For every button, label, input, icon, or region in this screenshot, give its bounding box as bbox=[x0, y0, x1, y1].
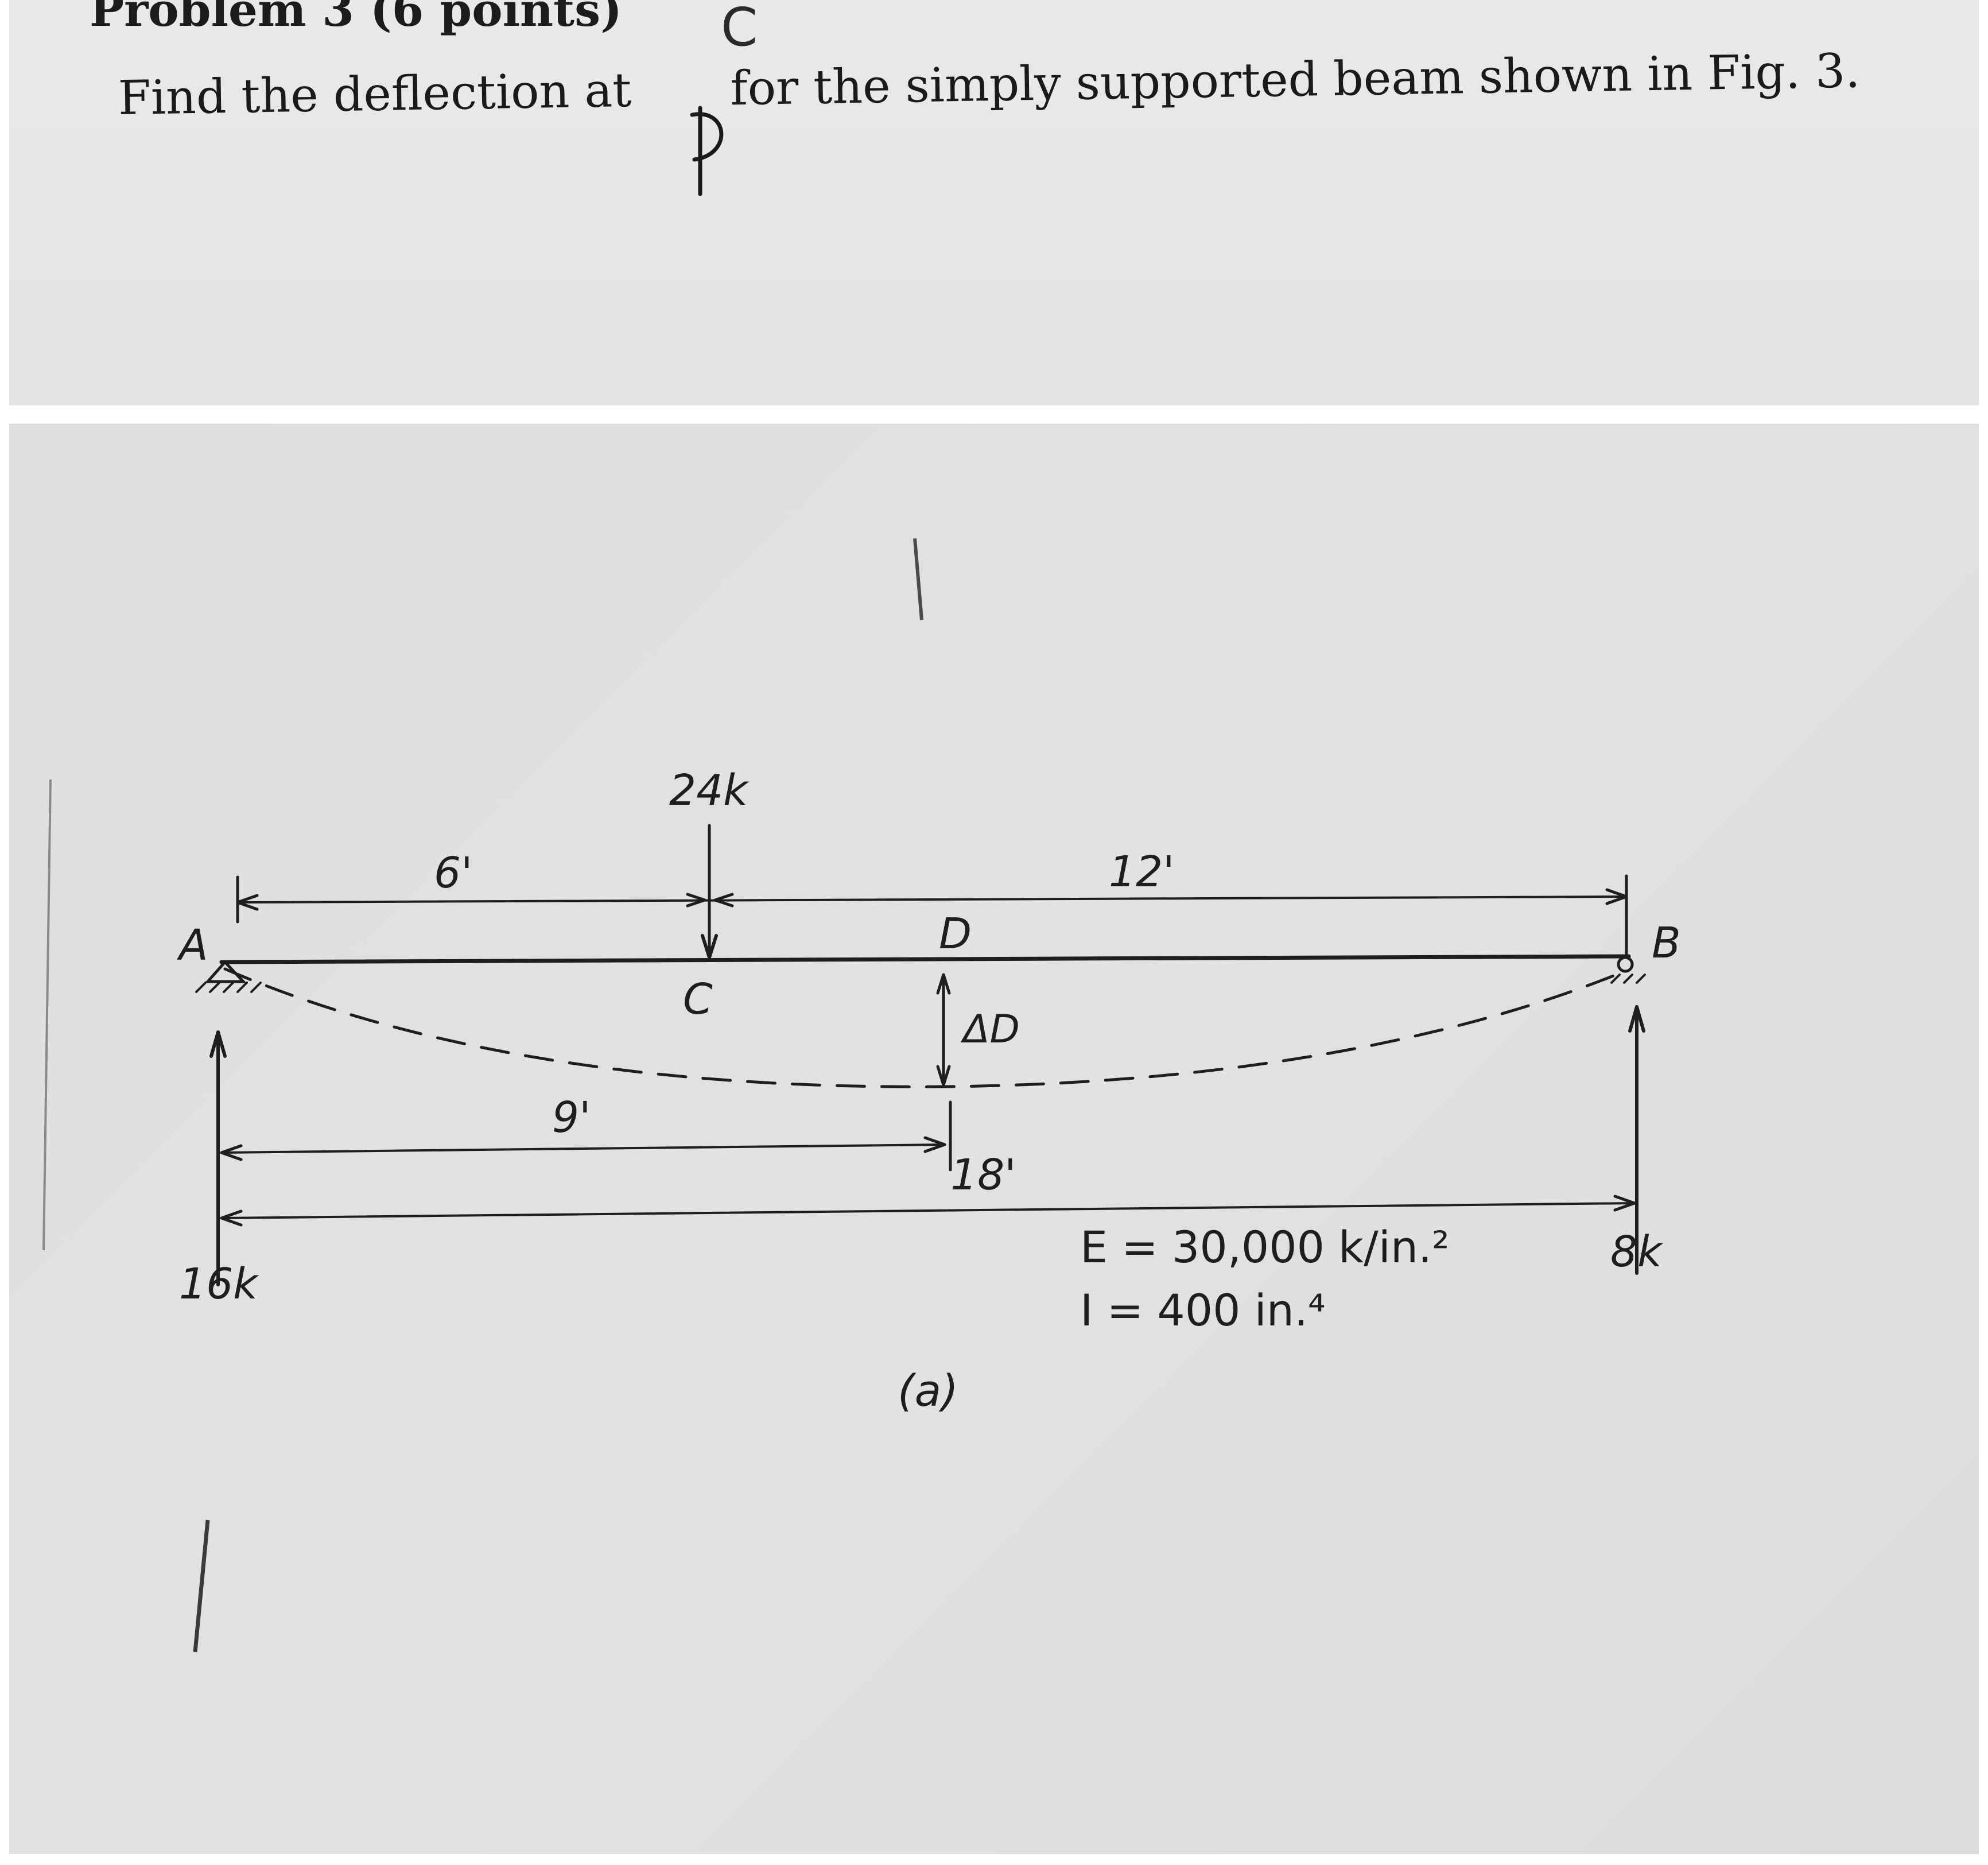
figure-sheet: A B C D 24k 6' 12' ΔD 9' 18' 16k 8k E = … bbox=[9, 424, 1979, 1854]
question-text: Find the deflection at for the simply su… bbox=[118, 44, 1861, 126]
modulus-label: E = 30,000 k/in.² bbox=[1080, 1222, 1450, 1273]
handwritten-d-glyph bbox=[690, 106, 724, 196]
question-text-after: for the simply supported beam shown in F… bbox=[729, 44, 1861, 117]
question-text-before: Find the deflection at bbox=[118, 63, 632, 126]
problem-header: Problem 3 (6 points) bbox=[90, 0, 622, 37]
beam bbox=[219, 954, 1631, 964]
dimension-line-ab bbox=[220, 1202, 1636, 1219]
dim-label-9ft: 9' bbox=[552, 1093, 591, 1142]
reaction-label-a: 16k bbox=[179, 1259, 258, 1309]
dim-label-6ft: 6' bbox=[434, 848, 473, 898]
page-edge-line bbox=[42, 779, 52, 1251]
figure-caption: (a) bbox=[898, 1365, 958, 1416]
deflection-label: ΔD bbox=[963, 1007, 1020, 1052]
dim-label-18ft: 18' bbox=[950, 1150, 1016, 1200]
dimension-line-ad bbox=[220, 1143, 946, 1154]
problem-statement-sheet: Problem 3 (6 points) C Find the deflecti… bbox=[9, 0, 1979, 405]
stray-pen-mark bbox=[913, 538, 923, 621]
load-label: 24k bbox=[669, 766, 748, 815]
label-d: D bbox=[939, 909, 972, 959]
dim-label-12ft: 12' bbox=[1109, 847, 1175, 897]
handwritten-mark: C bbox=[721, 0, 758, 58]
beam-diagram bbox=[42, 538, 1646, 1653]
inertia-label: I = 400 in.⁴ bbox=[1080, 1285, 1326, 1336]
label-c: C bbox=[683, 975, 713, 1024]
label-b: B bbox=[1652, 918, 1681, 968]
stray-pen-mark bbox=[193, 1519, 210, 1653]
pin-support-a bbox=[204, 960, 247, 983]
dimension-line-top bbox=[236, 895, 1628, 904]
roller-support-b bbox=[1617, 956, 1634, 973]
deflected-shape bbox=[223, 967, 1618, 1088]
reaction-label-b: 8k bbox=[1610, 1227, 1662, 1277]
label-a: A bbox=[179, 921, 208, 970]
